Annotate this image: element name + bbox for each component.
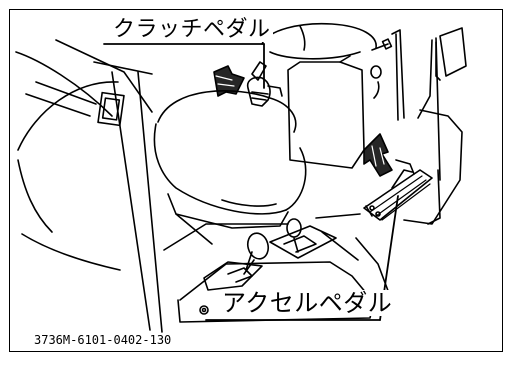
clutch-leader-line [103,43,265,89]
right-side-post [391,29,441,181]
range-lever [269,218,337,259]
clutch-pedal-label: クラッチペダル [111,17,273,42]
figure-code: 3736M-6101-0402-130 [34,333,172,347]
accelerator-arrow-icon [363,133,393,177]
rear-mirror [435,27,467,81]
dash-levers [370,38,393,99]
steering-wheel [261,22,377,60]
operator-seat [153,90,307,245]
steering-column [287,55,365,169]
shift-lever [203,232,270,291]
accelerator-pedal [363,159,433,221]
floor-bolt [199,305,209,315]
clutch-arrow-icon [213,65,245,97]
figure-frame [9,9,503,352]
left-rear-fender [17,81,121,271]
right-fender [403,109,463,225]
fender-lamp [97,91,125,127]
left-rops-frame [15,39,163,333]
accelerator-pedal-label: アクセルペダル [220,289,395,317]
